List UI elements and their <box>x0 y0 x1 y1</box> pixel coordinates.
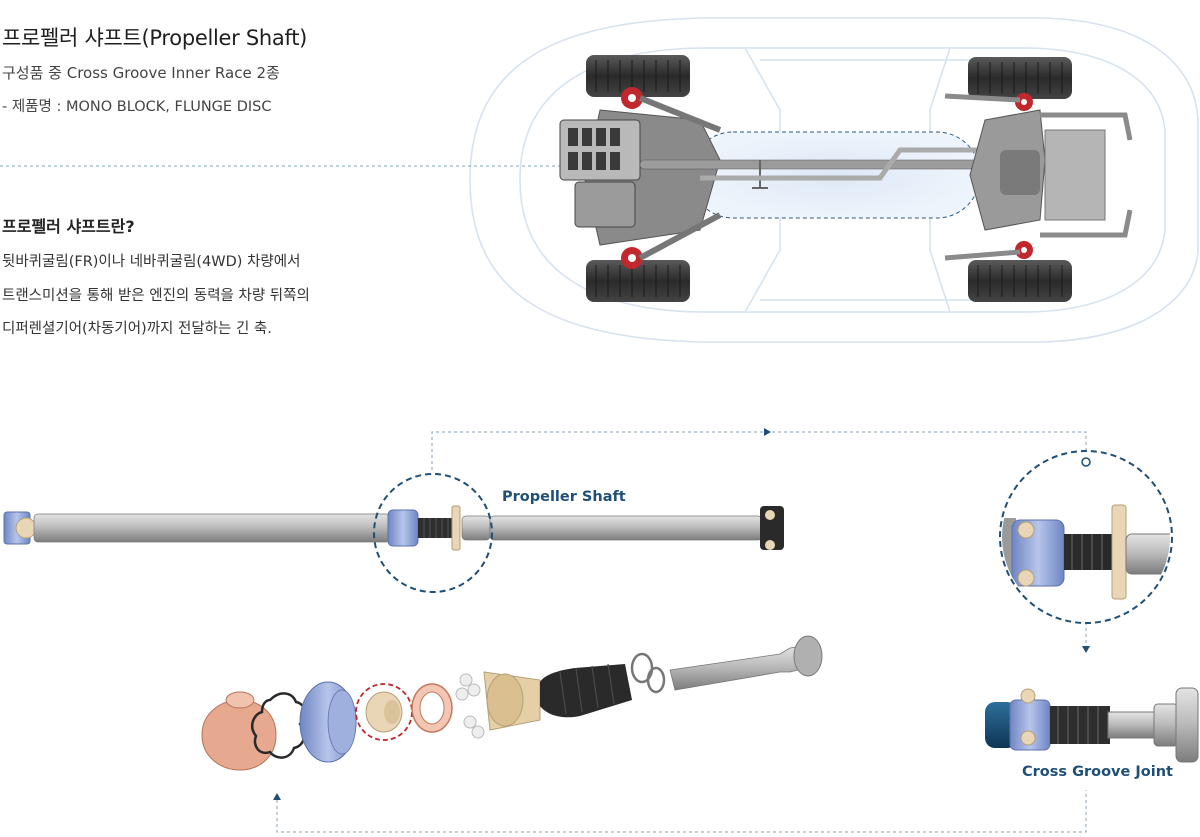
car-chassis <box>559 55 1133 302</box>
shaft-highlight-zone <box>689 131 981 219</box>
arrow-up-icon <box>273 793 281 800</box>
definition-line: 트랜스미션을 통해 받은 엔진의 동력을 차량 뒤쪽의 <box>2 288 310 304</box>
joint-highlight-circle <box>373 473 493 593</box>
flow-connector <box>276 431 1087 833</box>
propeller-shaft-label: Propeller Shaft <box>502 489 626 505</box>
arrow-right-icon <box>764 428 771 436</box>
joint-zoom-view <box>999 450 1173 624</box>
propeller-shaft-assembly <box>3 505 784 551</box>
subtitle: 구성품 중 Cross Groove Inner Race 2종 <box>2 64 280 82</box>
cross-groove-joint-label: Cross Groove Joint <box>1022 764 1173 780</box>
definition-line: 디퍼렌셜기어(차동기어)까지 전달하는 긴 축. <box>2 321 272 337</box>
exploded-components <box>201 635 823 771</box>
arrow-down-icon <box>1082 646 1090 653</box>
cross-groove-joint <box>985 687 1199 763</box>
definition-title: 프로펠러 샤프트란? <box>2 217 135 236</box>
product-names: - 제품명 : MONO BLOCK, FLUNGE DISC <box>2 99 272 115</box>
definition-line: 뒷바퀴굴림(FR)이나 네바퀴굴림(4WD) 차량에서 <box>2 254 301 270</box>
page-title: 프로펠러 샤프트(Propeller Shaft) <box>2 26 308 50</box>
